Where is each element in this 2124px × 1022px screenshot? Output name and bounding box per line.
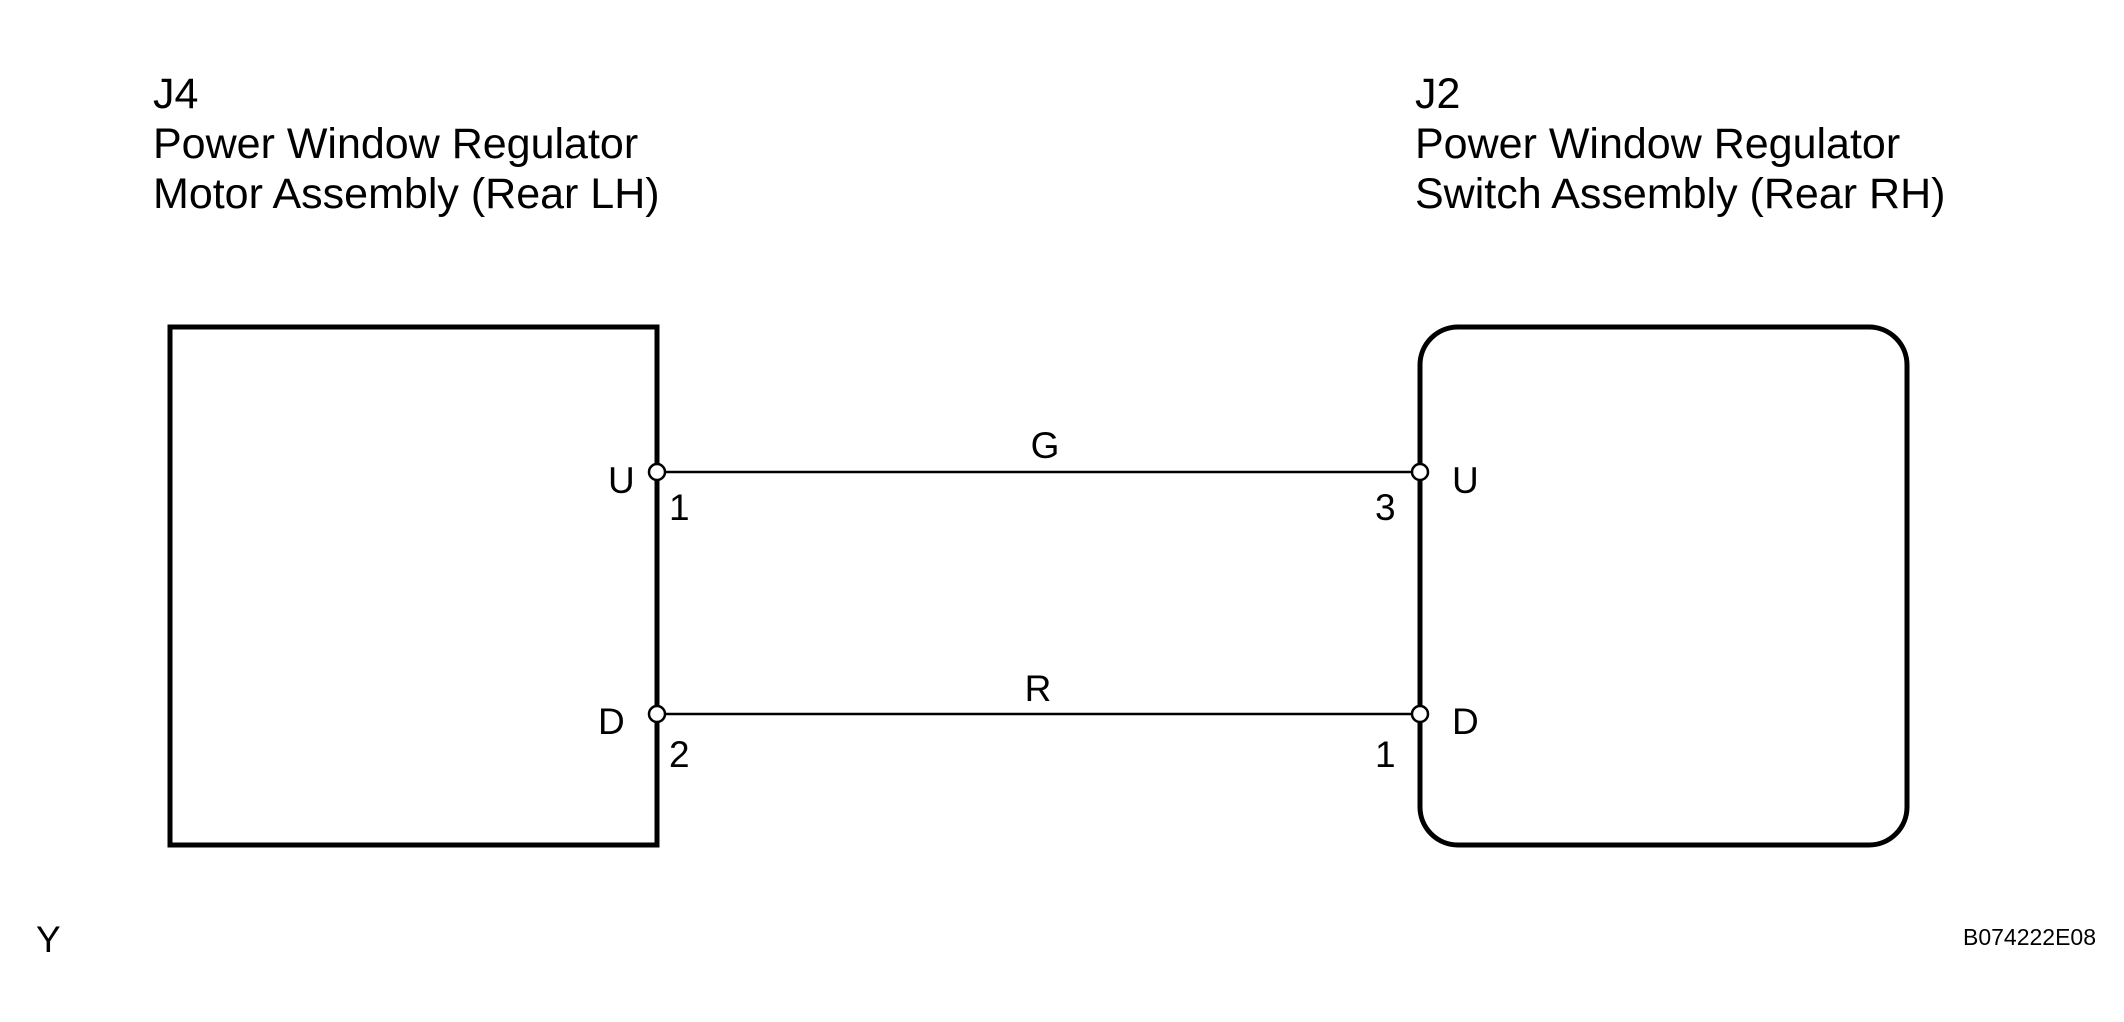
left-pin-number-2: 2 xyxy=(669,734,690,775)
right-component-code: J2 xyxy=(1415,70,1460,118)
figure-id: B074222E08 xyxy=(1963,924,2096,950)
left-terminal-label-2: D xyxy=(598,701,625,742)
right-pin-number-2: 1 xyxy=(1375,734,1396,775)
right-terminal-label-1: U xyxy=(1452,460,1479,501)
left-component-name-line2: Motor Assembly (Rear LH) xyxy=(153,170,660,218)
right-pin-number-1: 3 xyxy=(1375,487,1396,528)
left-terminal-connector-2 xyxy=(647,704,667,724)
right-component-name-line1: Power Window Regulator xyxy=(1415,120,1900,168)
left-component-box xyxy=(167,324,660,848)
left-pin-number-1: 1 xyxy=(669,487,690,528)
left-component-code: J4 xyxy=(153,70,198,118)
footer-left-code: Y xyxy=(36,919,61,960)
wire-color-label-1: G xyxy=(1031,425,1060,466)
left-terminal-connector-1 xyxy=(647,462,667,482)
left-component-name-line1: Power Window Regulator xyxy=(153,120,638,168)
wire-color-label-2: R xyxy=(1025,668,1052,709)
right-component-name-line2: Switch Assembly (Rear RH) xyxy=(1415,170,1945,218)
right-terminal-label-2: D xyxy=(1452,701,1479,742)
right-terminal-connector-1 xyxy=(1410,462,1430,482)
right-terminal-connector-2 xyxy=(1410,704,1430,724)
left-terminal-label-1: U xyxy=(608,460,635,501)
right-component-box xyxy=(1417,324,1910,848)
